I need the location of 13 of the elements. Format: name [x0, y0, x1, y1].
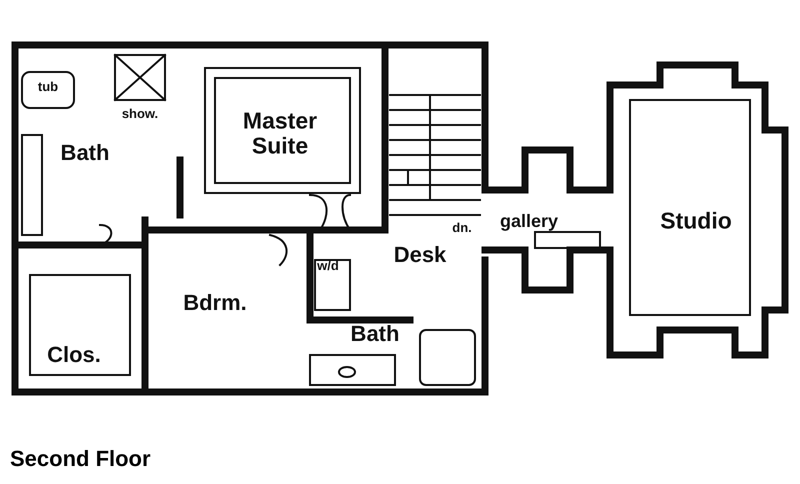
room-label: w/d — [317, 258, 339, 274]
room-label: Studio — [660, 208, 732, 234]
room-label: Clos. — [47, 342, 101, 368]
room-label: Bdrm. — [183, 290, 247, 316]
room-label: gallery — [500, 212, 558, 232]
room-label: dn. — [452, 220, 472, 236]
room-label: Desk — [394, 242, 446, 268]
room-label: Bath — [350, 322, 400, 346]
room-label: show. — [122, 106, 158, 122]
room-label: tub — [38, 80, 58, 94]
room-label: Master Suite — [242, 108, 318, 160]
plan-title: Second Floor — [10, 446, 151, 472]
room-label: Bath — [60, 140, 110, 166]
